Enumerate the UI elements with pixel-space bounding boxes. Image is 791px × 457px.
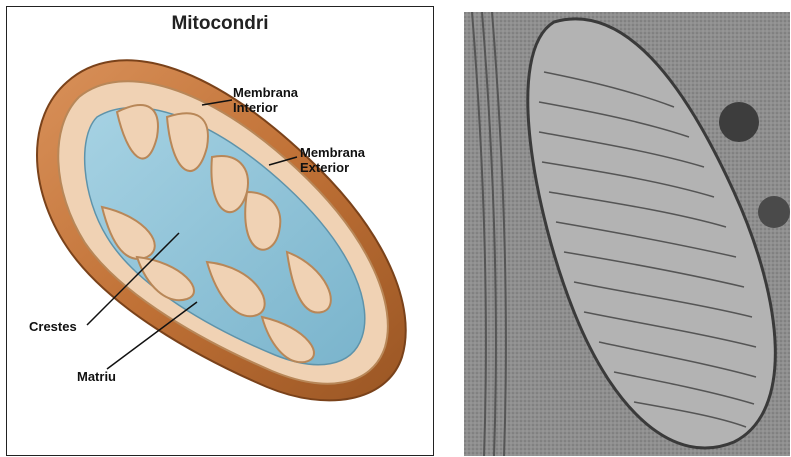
matriu-label: Matriu [77,369,116,384]
membrana-interior-line1: Membrana [233,85,298,100]
membrana-interior-line2: Interior [233,100,298,115]
membrana-exterior-label: Membrana Exterior [300,145,365,175]
membrana-exterior-line2: Exterior [300,160,365,175]
crestes-label: Crestes [29,319,77,334]
electron-micrograph [464,12,790,456]
membrana-exterior-line1: Membrana [300,145,365,160]
mitochondrion-illustration [7,7,435,457]
membrana-interior-label: Membrana Interior [233,85,298,115]
vesicle [719,102,759,142]
vesicle [758,196,790,228]
mitochondrion-illustration-panel: Mitocondri [6,6,434,456]
electron-micrograph-panel [464,12,790,456]
